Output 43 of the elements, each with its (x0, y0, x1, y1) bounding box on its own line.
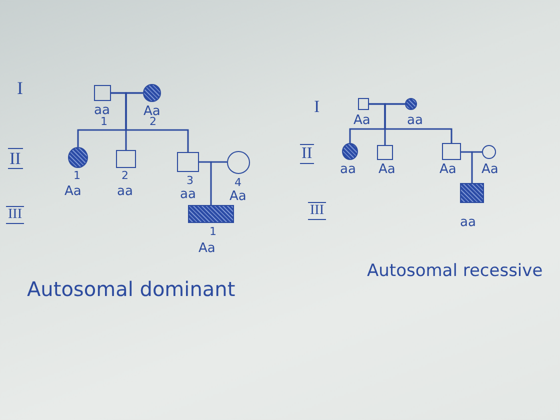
generation-numeral: III (308, 202, 326, 220)
female-circle (482, 145, 496, 159)
genotype-label: aa (117, 185, 133, 198)
generation-numeral: I (17, 79, 23, 97)
individual-number: 3 (186, 175, 194, 186)
genotype-label: aa (407, 114, 423, 127)
male-square (358, 98, 369, 110)
male-square (116, 150, 136, 168)
descent-line (384, 103, 452, 143)
descent-line (210, 161, 227, 205)
individual-number: 1 (74, 170, 80, 181)
affected-male-square (188, 205, 234, 223)
female-circle (227, 151, 250, 174)
genotype-label: Aa (440, 163, 456, 176)
genotype-label: Aa (482, 163, 498, 176)
generation-numeral: II (300, 144, 314, 164)
generation-numeral: II (8, 148, 23, 169)
individual-number: 1 (210, 226, 216, 237)
male-square (94, 85, 111, 101)
genotype-label: Aa (230, 190, 246, 203)
genotype-label: Aa (354, 114, 370, 127)
genotype-label: aa (340, 163, 356, 176)
genotype-label: Aa (144, 105, 160, 118)
individual-number: 1 (100, 116, 108, 127)
genotype-label: Aa (198, 242, 216, 255)
diagram-caption: Autosomal dominant (27, 279, 236, 299)
genotype-label: aa (180, 188, 196, 201)
individual-number: 2 (122, 170, 128, 181)
genotype-label: aa (94, 104, 110, 117)
generation-numeral: I (314, 98, 320, 115)
individual-number: 2 (150, 116, 156, 127)
individual-number: 4 (234, 177, 242, 188)
male-square (442, 143, 461, 160)
male-square (177, 152, 199, 172)
genotype-label: aa (460, 216, 476, 229)
diagram-caption: Autosomal recessive (367, 263, 543, 280)
genotype-label: Aa (378, 163, 396, 176)
male-square (377, 145, 393, 160)
descent-line (125, 92, 189, 152)
genotype-label: Aa (64, 185, 82, 198)
descent-line (471, 151, 482, 183)
generation-numeral: III (6, 206, 24, 224)
affected-male-square (460, 183, 484, 203)
